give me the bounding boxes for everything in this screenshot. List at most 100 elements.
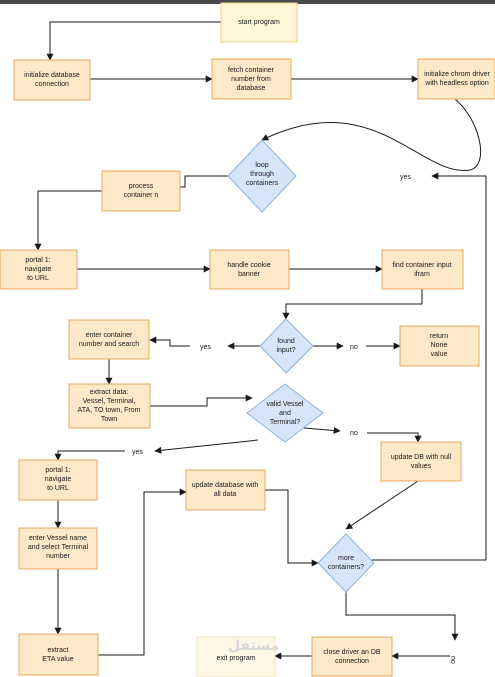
node-cookie: handle cookie banner	[209, 249, 290, 290]
node-init-db: initialize database connection	[13, 59, 91, 101]
node-label-line: initialize database	[24, 72, 80, 79]
node-label-line: enter Vessel name	[29, 535, 87, 542]
node-label-line: fetch container	[228, 67, 275, 74]
node-label-line: values	[411, 463, 432, 470]
edge-valid-no	[303, 426, 341, 434]
label-valid-yes: yes	[132, 449, 143, 456]
node-label-line: input?	[276, 347, 295, 354]
node-label-line: navigate	[45, 476, 72, 483]
node-label-line: banner	[238, 271, 260, 278]
node-label-line: exit program	[217, 655, 256, 662]
node-label-line: ETA value	[42, 656, 73, 663]
label-valid-no: no	[350, 430, 358, 437]
label-loop-yes: yes	[400, 174, 411, 181]
edge-valid-yes	[154, 439, 259, 454]
node-label-line: portal 1:	[25, 257, 50, 264]
node-label-line: value	[431, 351, 448, 358]
edge-valid-yes-portal	[54, 450, 125, 461]
edge-labels: yes yes no no yes no	[132, 174, 456, 664]
edge-extract-eta-update	[98, 488, 187, 656]
edge-extract-valid	[150, 394, 253, 407]
node-label-line: start program	[238, 19, 280, 26]
node-more: more containers?	[317, 533, 375, 593]
node-label-line: database	[237, 85, 266, 92]
node-label-line: ifram	[414, 271, 430, 278]
node-label-line: extract data:	[90, 389, 129, 396]
node-portal1b: portal 1: navigate to URL	[18, 459, 98, 501]
node-extract-data: extract data: Vessel, Terminal, ATA, TO to…	[68, 383, 151, 429]
node-label-line: handle cookie	[227, 262, 270, 269]
node-label-line: None	[431, 342, 448, 349]
node-label-line: process	[129, 183, 154, 190]
edge-more-no	[345, 590, 459, 641]
node-label-line: return	[430, 333, 448, 340]
edge-chrome-loop	[261, 98, 482, 171]
node-label-line: and select Terminal	[28, 544, 89, 551]
edge-process-portal	[34, 190, 102, 251]
watermark: مستقل	[228, 638, 279, 654]
node-label-line: container n	[124, 192, 159, 199]
label-found-yes: yes	[200, 344, 211, 351]
edge-valid-no-update	[367, 432, 422, 443]
edge-update-more	[265, 489, 319, 567]
node-label-line: all data	[214, 491, 237, 498]
top-border	[0, 0, 495, 4]
node-init-chrome: initialize chrom driver with headless opt…	[417, 58, 495, 100]
node-label-line: valid Vessel	[267, 401, 304, 408]
node-label-line: to URL	[27, 275, 49, 282]
node-label-line: close driver an DB	[323, 649, 381, 656]
node-label-line: with headless option	[424, 80, 489, 87]
node-close: close driver an DB connection	[311, 636, 393, 677]
node-label-line: update database with	[192, 482, 259, 489]
svg-text:start program: start program	[238, 19, 280, 26]
node-label-line: containers	[246, 180, 279, 187]
node-label-line: update DB with null	[391, 454, 452, 461]
node-label-line: number from	[231, 76, 271, 83]
node-enter-container: enter container number and search	[68, 319, 150, 360]
label-found-no: no	[350, 344, 358, 351]
node-process: process container n	[101, 170, 181, 212]
node-exit: exit program	[196, 636, 276, 677]
node-label-line: portal 1:	[45, 467, 70, 474]
edge-find-found	[282, 289, 423, 320]
node-portal1: portal 1: navigate to URL	[0, 249, 78, 290]
node-label-line: connection	[35, 81, 69, 88]
edge-more-yes-loop	[372, 172, 487, 561]
node-label-line: Vessel, Terminal,	[83, 398, 136, 405]
node-label-line: enter container	[86, 332, 133, 339]
node-label-line: containers?	[328, 564, 364, 571]
node-label-line: more	[338, 555, 354, 562]
node-label-line: initialize chrom driver	[424, 71, 490, 78]
svg-text:exit program: exit program	[217, 655, 256, 662]
label-more-no: no	[449, 656, 456, 664]
edge-found-yes-enter	[149, 336, 190, 347]
node-label-line: connection	[335, 658, 369, 665]
node-label-line: number and search	[79, 341, 139, 348]
node-start: start program	[220, 2, 298, 43]
node-label-line: to URL	[47, 485, 69, 492]
node-label-line: and	[279, 410, 291, 417]
node-update-null: update DB with null values	[380, 441, 462, 482]
node-label-line: ATA, TO town, From	[78, 407, 141, 414]
node-label-line: navigate	[25, 266, 52, 273]
node-update-all: update database with all data	[185, 469, 266, 511]
